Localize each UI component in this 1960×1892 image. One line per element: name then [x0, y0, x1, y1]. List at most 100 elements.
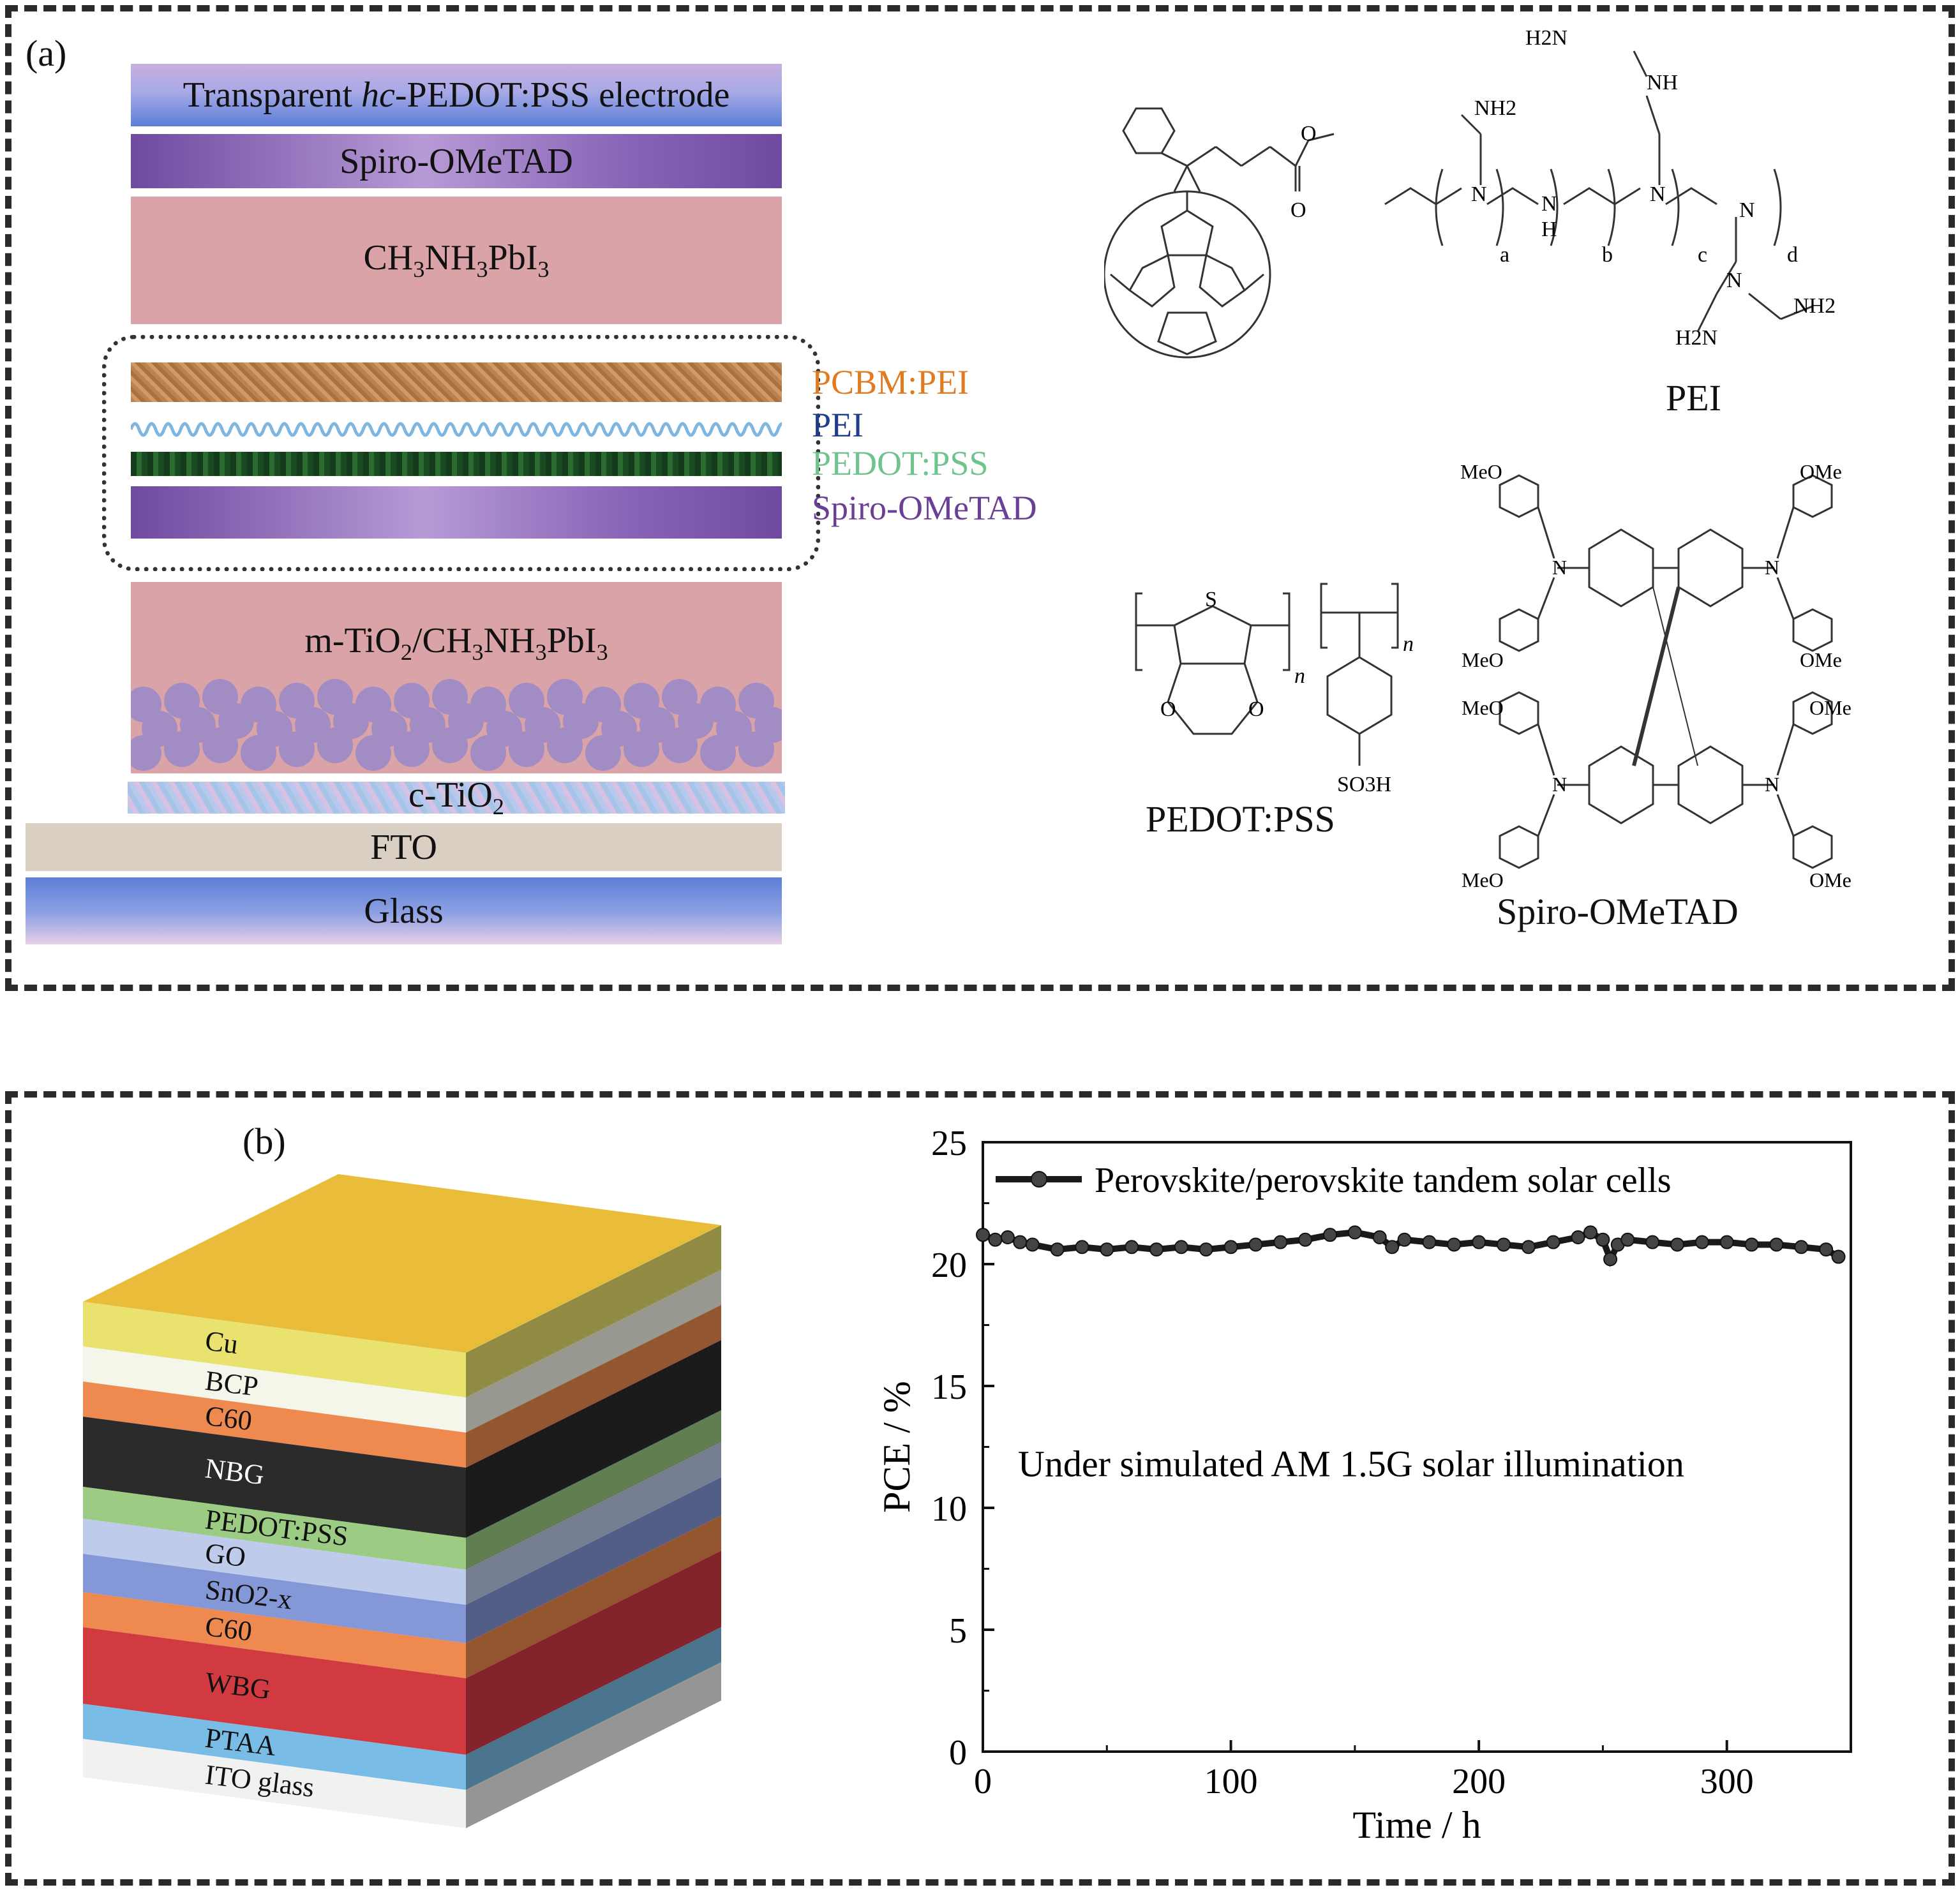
pei-atom-label: NH2: [1474, 96, 1516, 120]
y-tick-label: 0: [949, 1733, 967, 1773]
pei-atom-label: N: [1541, 192, 1557, 216]
layer-fto-label: FTO: [370, 827, 437, 867]
stack-layer-front: [83, 1627, 466, 1755]
pedot-index-n1: n: [1294, 664, 1305, 688]
legend-marker: [1031, 1171, 1047, 1188]
series-point: [1385, 1240, 1400, 1255]
x-axis-label: Time / h: [1352, 1804, 1481, 1846]
pedot-index-n2: n: [1403, 632, 1414, 656]
series-point: [1013, 1235, 1028, 1249]
stack-layer-front: [83, 1739, 466, 1828]
stack-layer-label: GO: [204, 1537, 248, 1573]
stack-top-face: [83, 1174, 721, 1353]
spiro-atom-label: OMe: [1809, 696, 1852, 719]
series-point: [1273, 1235, 1288, 1249]
pei-atom-label: N: [1471, 182, 1487, 206]
stack-layer-side: [466, 1305, 721, 1468]
stack-layer-side: [466, 1442, 721, 1605]
y-tick-label: 20: [931, 1246, 967, 1285]
layer-glass-label: Glass: [364, 891, 444, 931]
series-point: [1831, 1249, 1846, 1264]
tio2-particle: [131, 687, 161, 722]
stack-layer-front: [83, 1592, 466, 1678]
pedot-atom-so3h: SO3H: [1337, 773, 1391, 796]
tio2-particle: [624, 683, 659, 719]
pei-atom-label: NH: [1647, 71, 1678, 94]
series-point: [1497, 1237, 1511, 1252]
stack-layer-front: [83, 1519, 466, 1605]
series-point: [1000, 1230, 1015, 1244]
stack-layer-side: [466, 1340, 721, 1538]
layer-perovskite: CH3NH3PbI3: [131, 197, 782, 324]
series-point: [1149, 1242, 1163, 1257]
series-point: [1571, 1230, 1585, 1244]
pcbm-atom-o1: O: [1301, 122, 1317, 145]
series-point: [1422, 1235, 1437, 1249]
pei-atom-label: NH2: [1793, 294, 1836, 318]
label-pcbm-pei: PCBM:PEI: [812, 363, 969, 401]
stack-layer-label: C60: [204, 1400, 254, 1437]
x-tick-label: 100: [1204, 1762, 1258, 1801]
stack-layer-front: [83, 1487, 466, 1570]
tio2-particle: [470, 687, 506, 722]
layer-fto: FTO: [26, 823, 782, 871]
layer-spiro-top: Spiro-OMeTAD: [131, 134, 782, 188]
tio2-particle: [164, 683, 200, 719]
series-point: [1347, 1225, 1362, 1240]
series-point: [1596, 1232, 1610, 1247]
stack-layer-front: [83, 1704, 466, 1790]
series-point: [1472, 1235, 1486, 1249]
spiro-name: Spiro-OMeTAD: [1497, 891, 1739, 932]
tio2-particle: [547, 679, 583, 715]
y-tick-label: 10: [931, 1489, 967, 1529]
series-point: [1050, 1242, 1065, 1257]
series-point: [1223, 1240, 1238, 1255]
tio2-particle: [279, 683, 315, 719]
label-pedot-pss: PEDOT:PSS: [812, 444, 989, 482]
pei-atom-label: H: [1541, 218, 1557, 241]
series-point: [1174, 1240, 1188, 1255]
series-point: [1719, 1235, 1734, 1249]
tio2-particle: [202, 679, 238, 715]
tio2-particle: [585, 687, 621, 722]
pei-atom-label: N: [1739, 198, 1755, 222]
series-point: [1521, 1240, 1536, 1255]
series-point: [1769, 1237, 1784, 1252]
spiro-atom-label: N: [1552, 773, 1567, 796]
series-point: [1694, 1235, 1709, 1249]
pei-atom-label: N: [1726, 269, 1742, 292]
series-point: [1125, 1240, 1139, 1255]
stack-layer-label: NBG: [204, 1452, 266, 1491]
stack-layer-front: [83, 1302, 466, 1397]
spiro-atom-label: MeO: [1460, 460, 1502, 483]
stack-layer-label: Cu: [204, 1325, 240, 1360]
tio2-particle: [509, 683, 544, 719]
tio2-particle: [700, 687, 736, 722]
interlayer-dotted-box: [102, 335, 820, 571]
layer-pcbm-pei: [131, 362, 782, 402]
pedot-pss-name: PEDOT:PSS: [1146, 798, 1335, 840]
stack-layer-side: [466, 1551, 721, 1755]
label-spiro: Spiro-OMeTAD: [812, 489, 1037, 527]
pei-name: PEI: [1666, 377, 1721, 419]
legend-label: Perovskite/perovskite tandem solar cells: [1095, 1161, 1672, 1200]
layer-spiro-inner: [131, 486, 782, 539]
pedot-atom-o2: O: [1248, 697, 1264, 721]
pei-index-label: c: [1698, 243, 1707, 267]
pei-atom-label: H2N: [1675, 326, 1717, 350]
series-point: [1372, 1230, 1387, 1244]
spiro-atom-label: N: [1765, 556, 1779, 579]
layer-mtio2-label: m-TiO2/CH3NH3PbI3: [304, 621, 608, 666]
x-tick-label: 0: [974, 1762, 992, 1801]
spiro-atom-label: OMe: [1809, 868, 1852, 891]
series-point: [1645, 1235, 1660, 1249]
series-point: [1794, 1240, 1809, 1255]
layer-ctio2-label: c-TiO2: [408, 775, 504, 820]
series-point: [1603, 1252, 1618, 1267]
stack-layer-side: [466, 1516, 721, 1678]
series-point: [976, 1228, 990, 1242]
layer-electrode: Transparent hc-PEDOT:PSS electrode: [131, 64, 782, 126]
y-tick-label: 15: [931, 1367, 967, 1407]
